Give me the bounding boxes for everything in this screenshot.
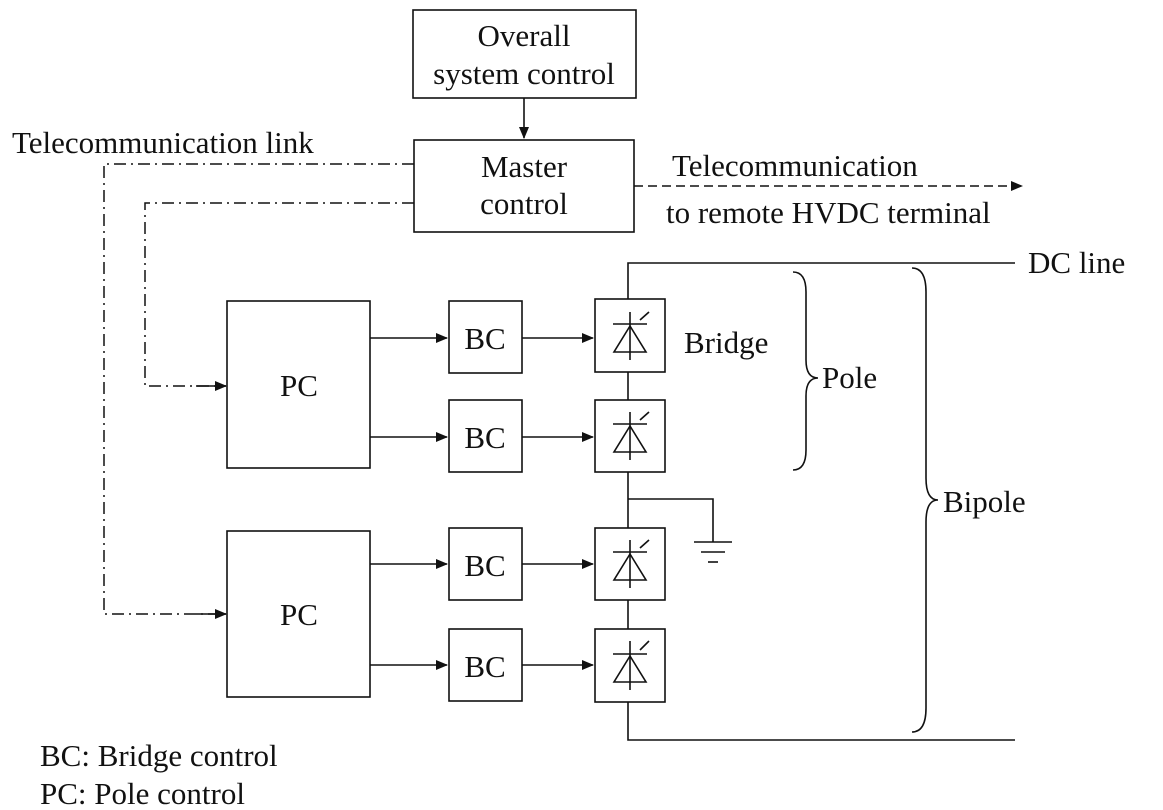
pole-brace <box>792 271 819 471</box>
master-to-pc1-link <box>144 202 414 387</box>
thyristor-icon <box>612 311 650 360</box>
bridge-control-4-block: BC <box>448 628 523 702</box>
pc2-label: PC <box>280 597 318 632</box>
bridge-control-2-block: BC <box>448 399 523 473</box>
bc2-label: BC <box>464 420 505 455</box>
thyristor-icon <box>612 640 650 690</box>
master-line-1: Master <box>481 149 568 184</box>
bipole-brace <box>911 267 939 733</box>
bc3-label: BC <box>464 548 505 583</box>
bridge-control-1-block: BC <box>448 300 523 374</box>
telecom-remote-line-2: to remote HVDC terminal <box>666 195 991 230</box>
ground-icon <box>694 541 732 563</box>
thyristor-icon <box>612 539 650 588</box>
bridge-1 <box>594 298 666 373</box>
dc-line-label: DC line <box>1028 245 1125 280</box>
pole-control-1-block: PC <box>226 300 371 469</box>
bridge-4 <box>594 628 666 703</box>
overall-line-1: Overall <box>478 18 571 53</box>
thyristor-icon <box>612 411 650 460</box>
bc4-label: BC <box>464 649 505 684</box>
pole-control-2-block: PC <box>226 530 371 698</box>
telecom-remote-line-1: Telecommunication <box>672 148 918 183</box>
bridge-2 <box>594 399 666 473</box>
bridge-label: Bridge <box>684 325 768 360</box>
bc1-label: BC <box>464 321 505 356</box>
pc1-label: PC <box>280 368 318 403</box>
bridge-3 <box>594 527 666 601</box>
telecom-link-label: Telecommunication link <box>12 125 314 160</box>
bipole-label: Bipole <box>943 484 1026 519</box>
master-to-pc2-link <box>103 163 414 615</box>
ground-lead <box>628 498 714 542</box>
dc-line <box>627 262 1015 299</box>
overall-system-control-block: Overall system control <box>412 9 637 99</box>
return-line <box>627 702 1015 741</box>
master-line-2: control <box>480 186 568 221</box>
master-control-block: Master control <box>413 139 635 233</box>
legend-pc: PC: Pole control <box>40 776 245 810</box>
overall-line-2: system control <box>433 56 615 91</box>
pole-label: Pole <box>822 360 877 395</box>
legend-bc: BC: Bridge control <box>40 738 278 773</box>
bridge-control-3-block: BC <box>448 527 523 601</box>
